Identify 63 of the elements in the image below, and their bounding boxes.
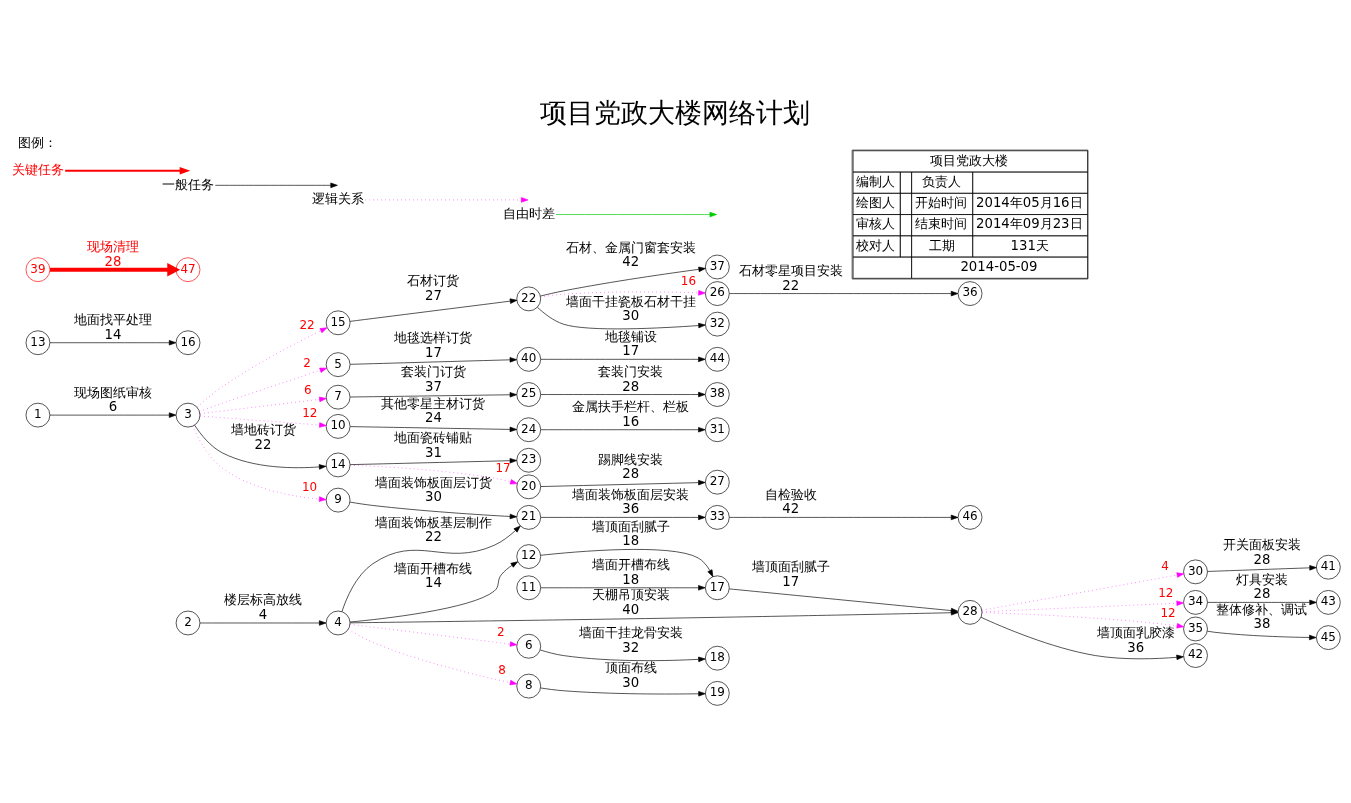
edge-label: 17 [495, 461, 511, 476]
edge-label: 其他零星主材订货 24 [381, 395, 486, 426]
edge-label: 墙面开槽布线 14 [394, 560, 473, 591]
label: 校对人 [856, 237, 896, 253]
legend-label: 关键任务 [11, 162, 64, 178]
edge-label: 地面找平处理 14 [73, 312, 152, 342]
edge-label: 楼层标高放线 4 [224, 592, 303, 623]
label: 结束时间 [914, 216, 967, 232]
label: 绘图人 [856, 195, 896, 211]
edge-label: 石材订货 27 [407, 272, 460, 303]
edge-label: 金属扶手栏杆、栏板 16 [572, 399, 690, 429]
edge-label: 12 [1160, 606, 1176, 621]
edge-label: 顶面布线 30 [604, 660, 657, 690]
edge-label: 22 [299, 318, 315, 333]
edge-label: 墙面开槽布线 18 [591, 557, 670, 587]
edge-label: 墙面干挂瓷板石材干挂 30 [565, 293, 696, 324]
edge-label: 套装门订货 37 [400, 363, 466, 394]
edge-label: 自检验收 42 [764, 486, 817, 517]
label: 负责人 [921, 173, 961, 189]
label: 131天 [1010, 237, 1049, 253]
edge-label: 2 [497, 624, 505, 639]
edge-label: 墙面装饰板面层安装 36 [572, 486, 690, 517]
legend-label: 自由时差 [502, 205, 555, 221]
edge-label: 墙面装饰板基层制作 22 [374, 514, 492, 545]
edge-label: 6 [304, 382, 312, 397]
legend-label: 逻辑关系 [312, 191, 365, 207]
edge-label: 踢脚线安装 28 [598, 451, 664, 482]
edge-label: 墙顶面刮腻子 18 [591, 518, 670, 549]
edge-label: 墙顶面刮腻子 17 [751, 559, 830, 589]
edge-label: 2 [303, 356, 311, 371]
label: 审核人 [856, 216, 896, 232]
label: 2014年09月23日 [976, 216, 1083, 232]
label: 图例： [18, 135, 58, 151]
label: 开始时间 [914, 195, 967, 211]
edge-label: 12 [1158, 585, 1174, 600]
edge-label: 整体修补、调试 38 [1216, 601, 1308, 632]
label: 2014年05月16日 [976, 195, 1083, 211]
edge-label: 套装门安装 28 [598, 363, 664, 394]
edge-label: 地毯铺设 17 [604, 328, 657, 359]
edge-label: 开关面板安装 28 [1222, 537, 1301, 567]
edge-label: 石材零星项目安装 22 [738, 262, 843, 293]
label: 项目党政大楼 [929, 152, 1008, 168]
edge-label: 天棚吊顶安装 40 [591, 587, 670, 617]
edge-label: 16 [680, 274, 696, 289]
edge-label: 现场清理 28 [86, 239, 139, 269]
edge-label: 12 [302, 406, 318, 421]
edge-label: 4 [1161, 559, 1169, 574]
label: 工期 [928, 237, 955, 253]
edge-label: 灯具安装 28 [1235, 571, 1288, 602]
legend-label: 一般任务 [162, 176, 215, 192]
edge-label: 墙面装饰板面层订货 30 [374, 474, 492, 505]
edge-label: 地面瓷砖铺贴 31 [394, 430, 473, 460]
label: 编制人 [856, 173, 896, 189]
diagram-title: 项目党政大楼网络计划 [540, 96, 811, 128]
edge-label: 墙地砖订货 22 [230, 422, 296, 452]
edge-label: 10 [302, 480, 318, 495]
edge-label: 8 [498, 662, 506, 677]
edge-label: 墙顶面乳胶漆 36 [1096, 624, 1175, 655]
edge-label: 墙面干挂龙骨安装 32 [578, 624, 683, 655]
label: 2014-05-09 [960, 259, 1038, 274]
edge-label: 现场图纸审核 6 [73, 384, 152, 415]
edge-label: 石材、金属门窗套安装 42 [565, 239, 696, 270]
edge-label: 地毯选样订货 17 [394, 330, 473, 360]
